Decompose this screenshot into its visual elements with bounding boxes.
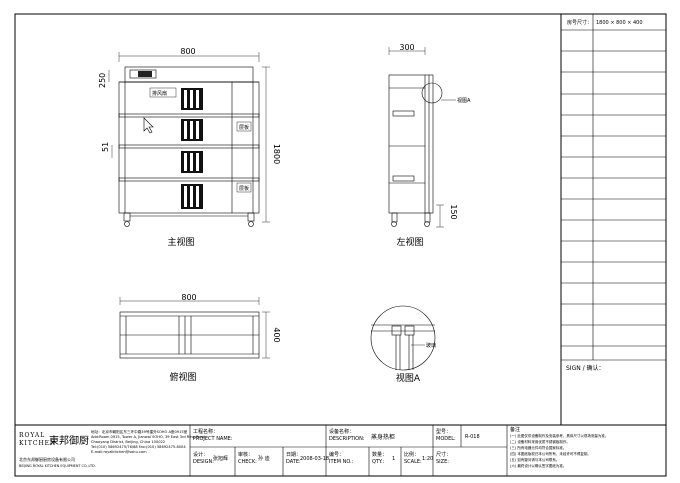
check-label-en: CHECK: [238, 459, 257, 465]
detail-caption: 视图A [396, 372, 421, 384]
notes-line-4: (四) 本图纸版权归本公司所有，未经许可不得复制。 [510, 451, 591, 456]
top-depth-dim: 400 [272, 327, 281, 342]
tag-fan: 排风扇 [152, 90, 167, 97]
brand-latin-top: ROYAL [19, 432, 45, 439]
sign-label: SIGN / 确认： [566, 364, 605, 372]
notes-line-6: (六) 最终设计以确认签字图纸为准。 [510, 463, 566, 468]
brand-cn: 東邦御厨 [49, 434, 89, 447]
notes-line-5: (五) 如有疑问请与本公司联系。 [510, 457, 559, 462]
design-label-cn: 设计： [193, 451, 208, 458]
date-label-cn: 日期： [286, 452, 301, 458]
design-label-en: DESIGN: [193, 459, 214, 465]
company-address-5: E-mail:royalkitchen@sohu.com [91, 450, 147, 454]
notes-line-3: (三) 所有电器元件均符合国家标准。 [510, 445, 566, 450]
title-block: ROYAL KITCHEN 東邦御厨 地址：北京市朝阳区东三环中路39号建外SO… [15, 424, 666, 476]
model-label-en: MODEL: [436, 436, 456, 442]
company-info: ROYAL KITCHEN 東邦御厨 地址：北京市朝阳区东三环中路39号建外SO… [19, 429, 206, 468]
brand-latin-bottom: KITCHEN [19, 440, 56, 447]
item-label-en: ITEM NO.: [329, 459, 354, 465]
top-caption: 俯视图 [169, 371, 196, 383]
sheet-border [14, 13, 667, 477]
company-address-3: Chaoyang District, Beijing, China 100022 [91, 440, 165, 444]
tag-door-1: 层板 [239, 124, 249, 131]
company-footer: 北京东邦御厨厨房设备有限公司 [19, 456, 75, 462]
scale-value: 1:20 [422, 456, 433, 462]
description-label-cn: 设备名称： [329, 428, 354, 435]
left-bottom-dim: 150 [449, 204, 458, 219]
size-label-cn: 尺寸： [436, 451, 451, 458]
description-label-en: DESCRIPTION: [329, 436, 365, 442]
tag-glass: 玻璃 [426, 342, 436, 349]
front-width-dim: 800 [180, 47, 195, 56]
qty-label-en: QTY.: [372, 459, 385, 465]
notes-line-1: (一) 此图仅供设备制作及安装参考，具体尺寸以现场测量为准。 [510, 433, 608, 438]
scale-label-cn: 比例： [404, 451, 419, 458]
model-label-cn: 型号： [436, 428, 451, 435]
qty-label-cn: 数量： [372, 451, 387, 458]
date-label-en: DATE: [286, 459, 301, 465]
side-header-label: 房号尺寸： [567, 19, 592, 26]
model-value: R-018 [465, 434, 480, 440]
left-width-dim: 300 [399, 43, 414, 52]
check-label-cn: 审核： [238, 451, 253, 458]
date-value: 2008-03-18 [300, 456, 329, 462]
qty-value: 1 [392, 456, 395, 462]
front-view: 800 250 排风扇 [98, 47, 281, 248]
left-caption: 左视图 [396, 236, 423, 248]
check-value: 孙 迪 [258, 455, 270, 462]
dim-left-51: 51 [101, 142, 110, 152]
project-label-cn: 工程名称： [193, 428, 218, 435]
company-address-4: Tel:(010) 58692475/76/88 Fax:(010) 58692… [90, 445, 186, 449]
project-label-en: PROJECT NAME: [193, 436, 233, 442]
cursor-icon [143, 117, 154, 134]
company-footer-en: BEIJING ROYAL KITCHEN EQUIPMENT CO.,LTD. [19, 464, 96, 468]
side-table: 房号尺寸： 1800 × 800 × 400 SIGN / 确认： [560, 14, 666, 425]
top-width-dim: 800 [181, 293, 196, 302]
design-value: 张旭辉 [213, 455, 228, 462]
company-address-1: 地址：北京市朝阳区东三环中路39号建外SOHO A座0915室 [91, 429, 188, 434]
company-address-2: Add:Room 0915, Tower A, Jianwai SOHO, 39… [91, 435, 206, 439]
notes-line-2: (二) 设备材料采用优质不锈钢板制作。 [510, 439, 570, 444]
dim-top-250: 250 [98, 73, 107, 88]
notes-title: 备注 [510, 426, 520, 433]
item-label-cn: 编号： [329, 451, 344, 458]
tag-detail-a: 视图A [457, 97, 471, 104]
size-label-en: SIZE: [436, 459, 449, 465]
left-view: 300 视图A 150 左视图 [388, 43, 471, 248]
tag-door-2: 层板 [239, 185, 249, 192]
detail-view: 玻璃 视图A [370, 305, 436, 384]
front-caption: 主视图 [167, 236, 194, 248]
description-value: 蒸身热柜 [371, 433, 395, 441]
top-view: 800 400 俯视图 [119, 293, 281, 383]
side-header-value: 1800 × 800 × 400 [596, 20, 643, 26]
scale-label-en: SCALE: [404, 459, 422, 465]
front-height-dim: 1800 [272, 144, 281, 164]
